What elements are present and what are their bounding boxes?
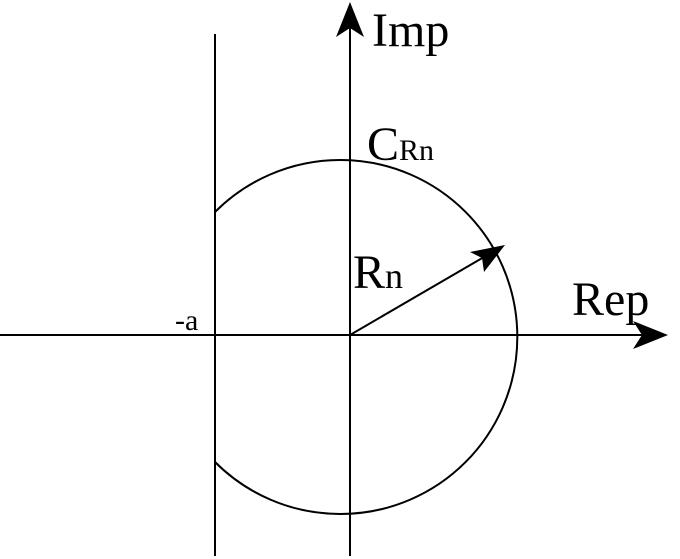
- radius-label-sub: n: [385, 256, 403, 296]
- radius-arrowhead: [470, 245, 505, 272]
- radius-label: Rn: [353, 246, 403, 299]
- radius-label-main: R: [353, 246, 385, 299]
- contour-label: CRn: [367, 118, 434, 171]
- imag-axis-arrowhead: [336, 2, 364, 37]
- contour-label-sub: Rn: [399, 134, 434, 167]
- contour-arc: [214, 159, 519, 515]
- contour-label-main: C: [367, 118, 399, 171]
- radius-arrow: [349, 256, 485, 336]
- imag-axis-label: Imp: [372, 4, 449, 57]
- real-axis-label: Rep: [572, 273, 649, 326]
- real-axis-arrowhead: [633, 321, 668, 349]
- minus-a-label: -a: [175, 304, 198, 337]
